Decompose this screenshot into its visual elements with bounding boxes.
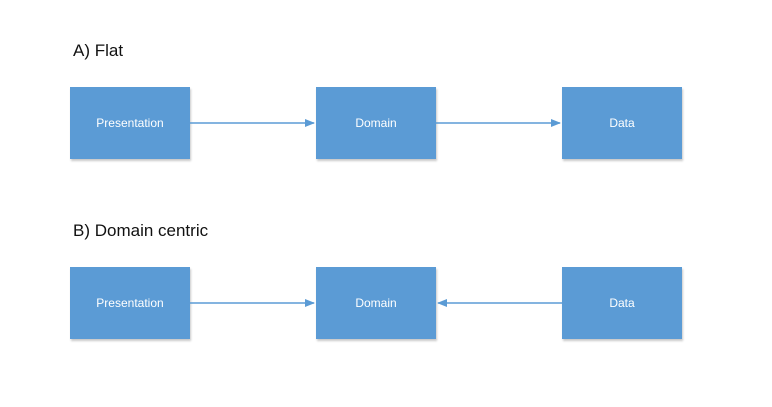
dc-domain-label: Domain [355, 296, 397, 310]
flat-presentation-label: Presentation [96, 116, 164, 130]
dc-data-label: Data [609, 296, 635, 310]
flat-presentation-box: Presentation [70, 87, 190, 159]
dc-data-box: Data [562, 267, 682, 339]
flat-data-box: Data [562, 87, 682, 159]
dc-presentation-box: Presentation [70, 267, 190, 339]
flat-domain-label: Domain [355, 116, 397, 130]
dc-presentation-label: Presentation [96, 296, 164, 310]
heading-flat: A) Flat [73, 41, 124, 60]
heading-domain-centric: B) Domain centric [73, 221, 209, 240]
flat-data-label: Data [609, 116, 635, 130]
flat-domain-box: Domain [316, 87, 436, 159]
dc-domain-box: Domain [316, 267, 436, 339]
